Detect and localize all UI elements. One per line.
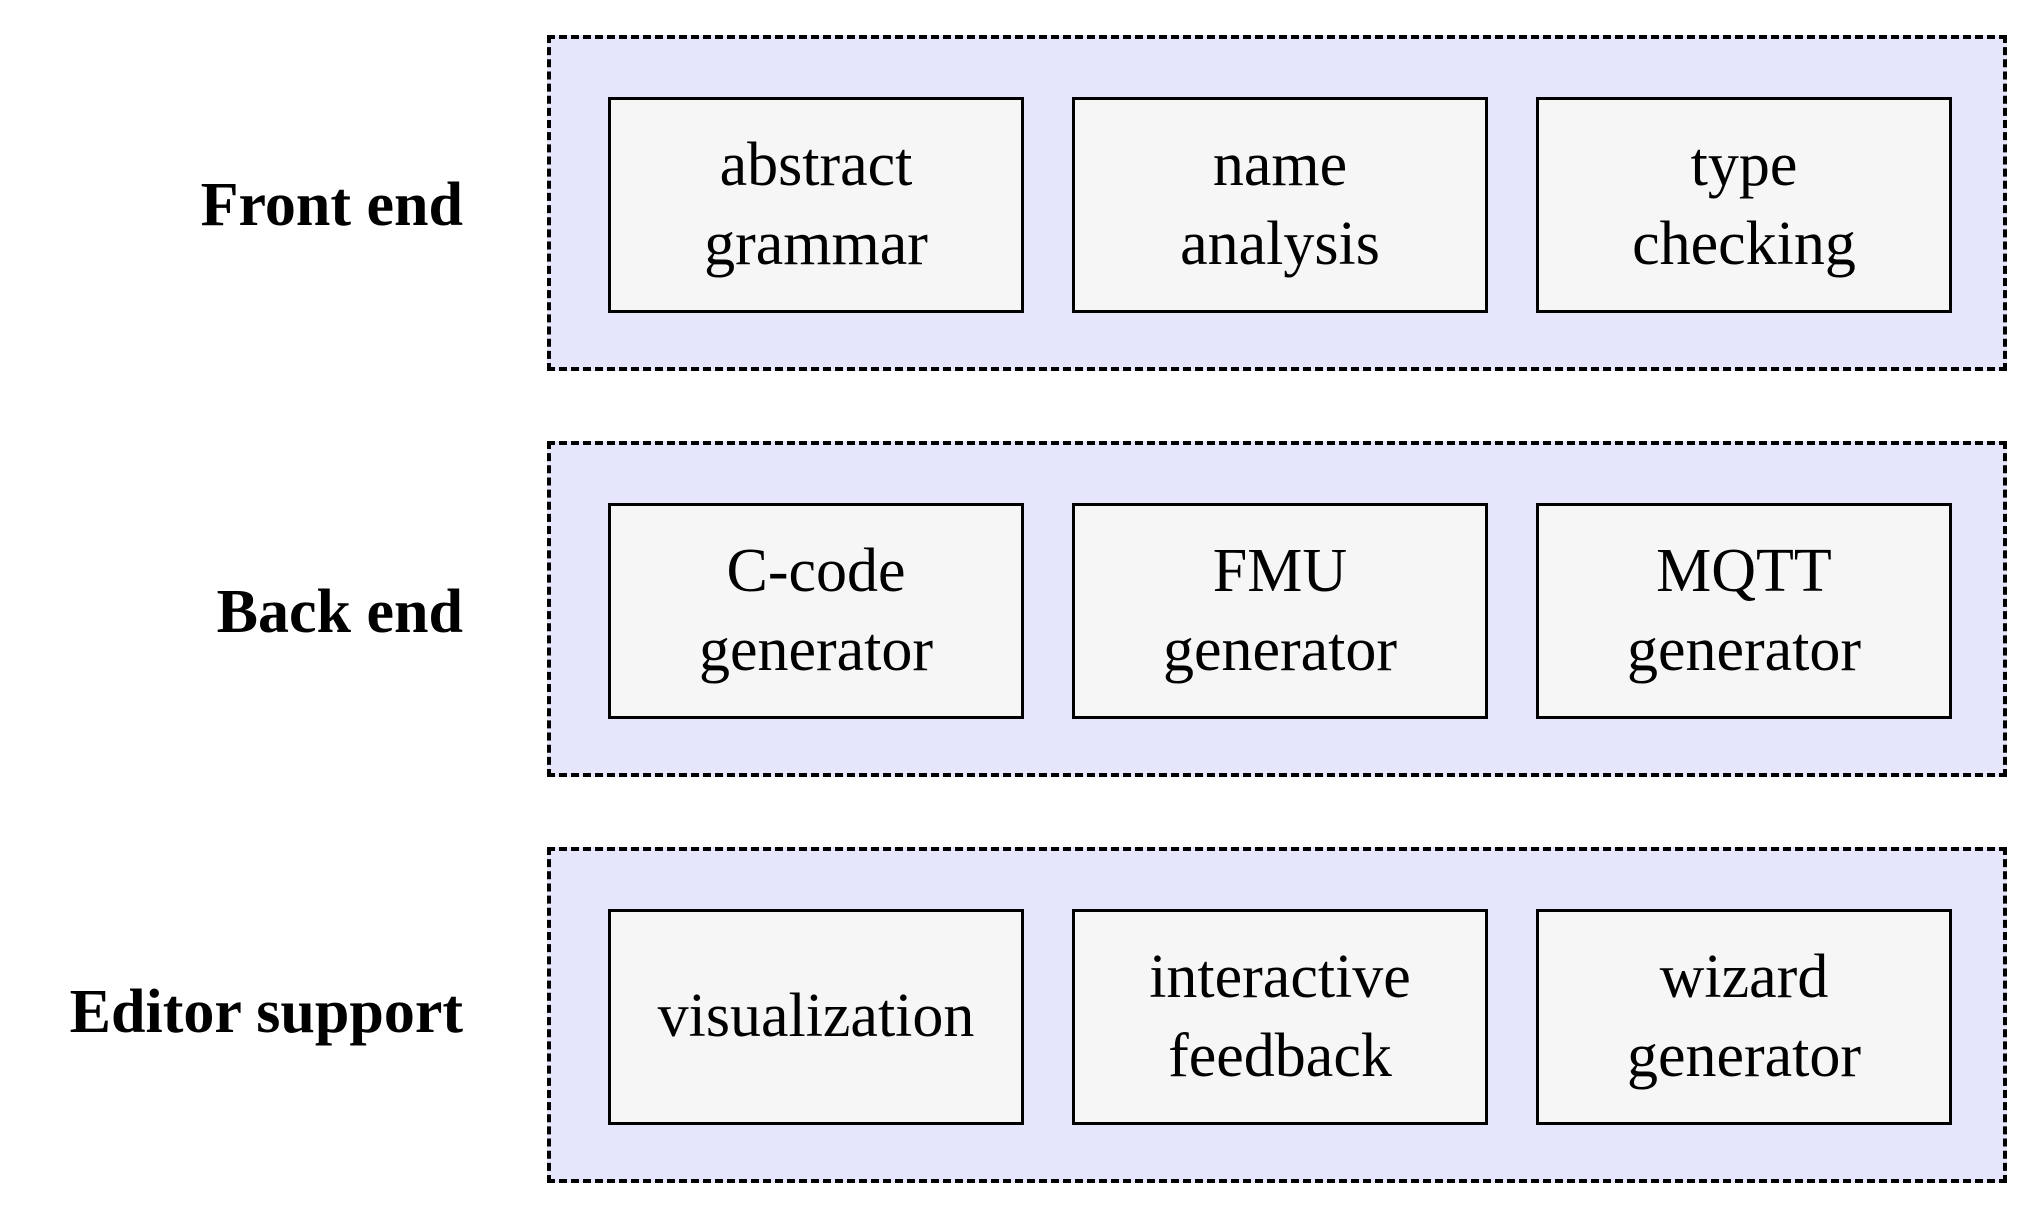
type-checking-box: type checking [1536,97,1952,313]
component-line-1: wizard [1659,942,1829,1011]
component-line-2: generator [698,616,934,684]
component-line-1: C-code [726,536,906,605]
component-line-2: grammar [704,210,928,278]
component-line-1: interactive [1149,942,1411,1011]
component-line-2: analysis [1180,210,1380,278]
mqtt-generator-box: MQTT generator [1536,503,1952,719]
interactive-feedback-box: interactive feedback [1072,909,1488,1125]
editor-support-group: visualization interactive feedback wizar… [547,847,2007,1183]
component-line-1: FMU [1212,536,1348,605]
component-line-2: generator [1626,1022,1862,1090]
back-end-group: C-code generator FMU generator MQTT gene… [547,441,2007,777]
component-line-1: abstract [719,130,913,199]
back-end-label: Back end [216,578,463,646]
front-end-group: abstract grammar name analysis type chec… [547,35,2007,371]
abstract-grammar-box: abstract grammar [608,97,1024,313]
c-code-generator-box: C-code generator [608,503,1024,719]
fmu-generator-box: FMU generator [1072,503,1488,719]
name-analysis-box: name analysis [1072,97,1488,313]
component-line-2: checking [1632,210,1856,278]
component-line-1: type [1690,130,1798,199]
wizard-generator-box: wizard generator [1536,909,1952,1125]
component-line-2: feedback [1168,1022,1392,1090]
component-line-2: generator [1626,616,1862,684]
front-end-label: Front end [200,171,463,239]
component-line-2: generator [1162,616,1398,684]
component-line-1: MQTT [1656,536,1832,605]
visualization-box: visualization [608,909,1024,1125]
editor-support-label: Editor support [69,978,463,1046]
component-line-1: visualization [657,982,975,1051]
component-line-1: name [1212,130,1348,199]
